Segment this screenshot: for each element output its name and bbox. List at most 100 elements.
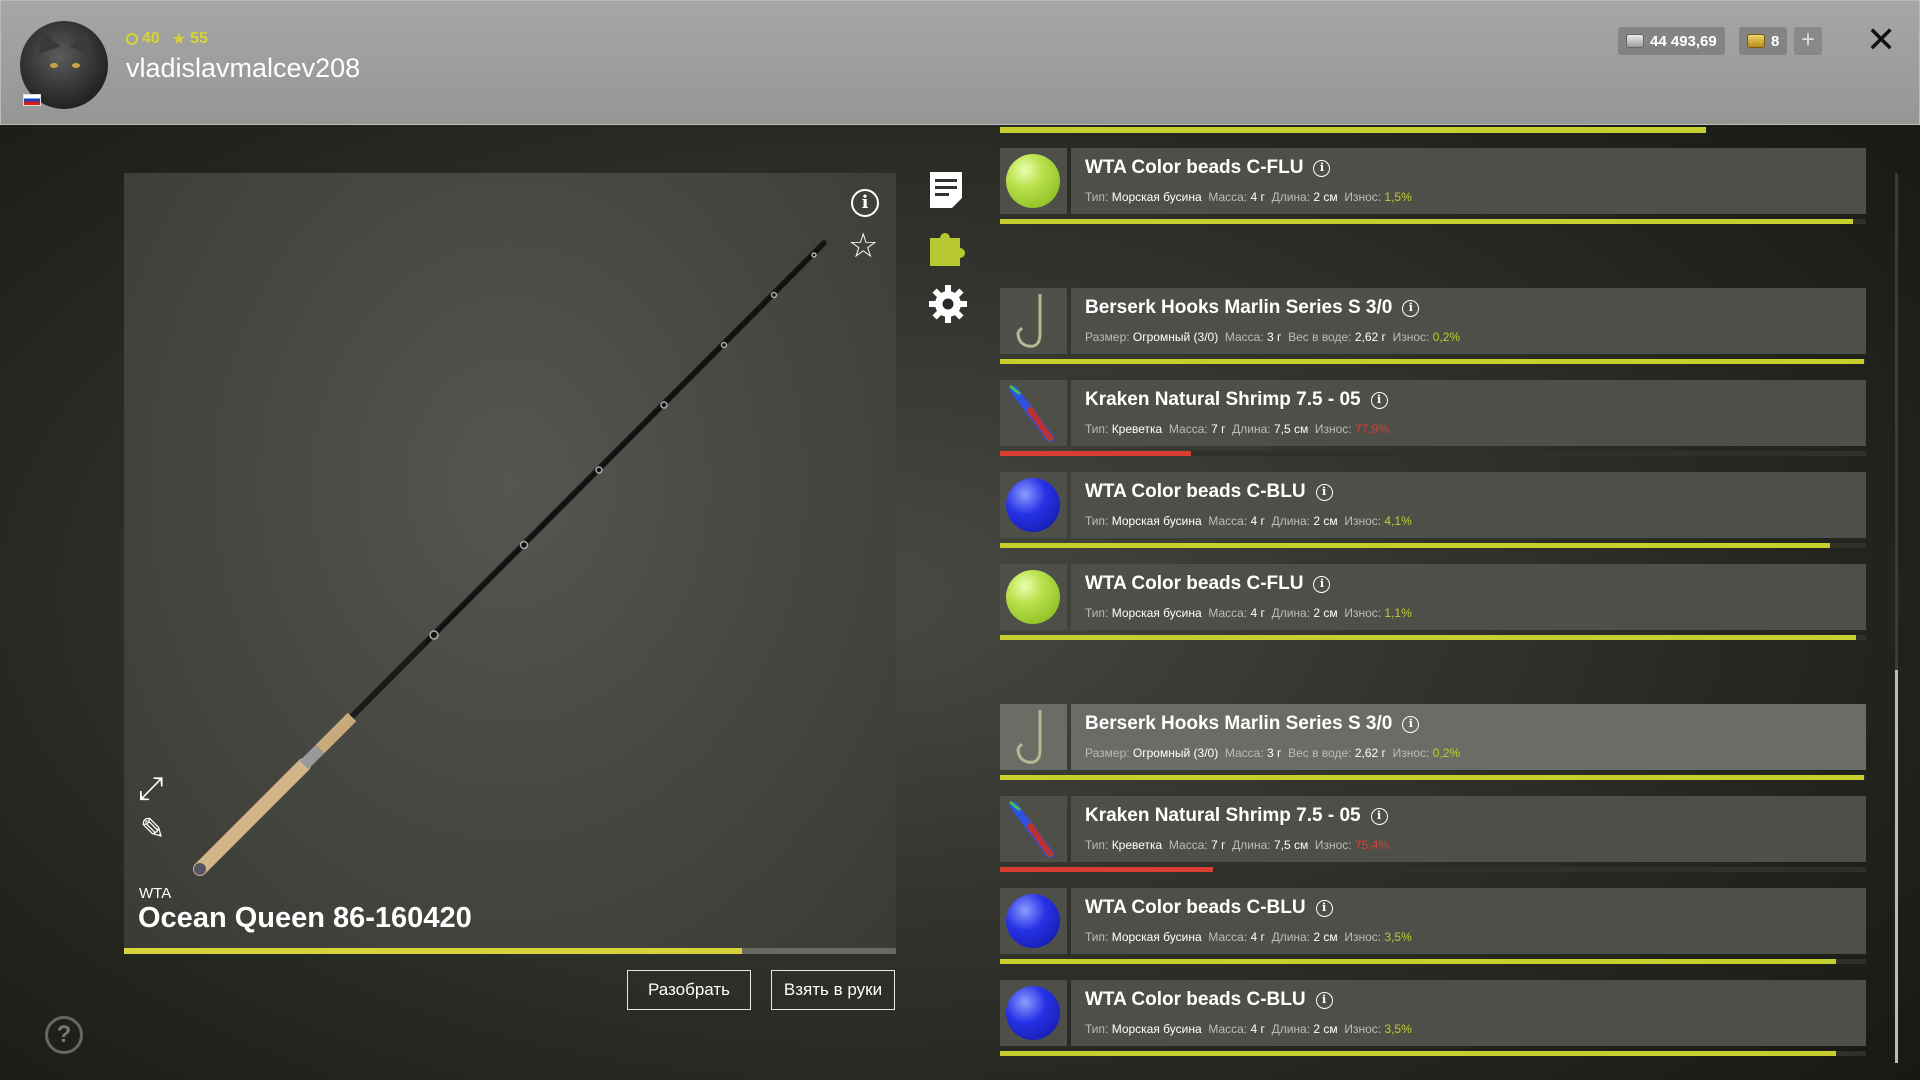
wear-value: 0,2%: [1432, 746, 1461, 760]
green-bead-icon: [1006, 570, 1060, 624]
item-wear-bar: [1000, 543, 1866, 548]
stat-value: 4 г: [1250, 190, 1265, 204]
item-icon-box: [1000, 288, 1067, 354]
item-stats: Тип: Морская бусина Масса: 4 г Длина: 2 …: [1085, 930, 1412, 944]
stat-value: 7 г: [1211, 838, 1226, 852]
stat-label: Длина:: [1232, 838, 1271, 852]
add-currency-button[interactable]: +: [1794, 27, 1822, 55]
stat-label: Размер:: [1085, 330, 1130, 344]
scrollbar-track[interactable]: [1895, 173, 1898, 1063]
info-icon[interactable]: i: [1370, 391, 1388, 409]
rod-wear-fill: [124, 948, 742, 954]
info-icon[interactable]: i: [1315, 991, 1333, 1009]
disassemble-button[interactable]: Разобрать: [627, 970, 751, 1010]
wear-label: Износ:: [1392, 746, 1430, 760]
item-wear-bar: [1000, 775, 1866, 780]
item-wear-bar: [1000, 635, 1866, 640]
stat-value: 3 г: [1267, 746, 1282, 760]
close-icon[interactable]: ✕: [1866, 19, 1897, 60]
stat-value: Креветка: [1111, 838, 1163, 852]
info-icon[interactable]: i: [1315, 483, 1333, 501]
star-icon: ★: [171, 31, 187, 48]
stars-value: 55: [190, 30, 208, 47]
info-icon[interactable]: i: [1313, 575, 1331, 593]
wear-label: Износ:: [1344, 606, 1382, 620]
info-icon[interactable]: i: [1402, 299, 1420, 317]
stat-value: Огромный (3/0): [1132, 330, 1219, 344]
item-stats: Размер: Огромный (3/0) Масса: 3 г Вес в …: [1085, 330, 1460, 344]
scrollbar-thumb[interactable]: [1895, 670, 1898, 1063]
info-icon[interactable]: i: [1313, 159, 1331, 177]
item-icon-box: [1000, 888, 1067, 954]
item-stats: Тип: Креветка Масса: 7 г Длина: 7,5 см И…: [1085, 422, 1389, 436]
item-wear-bar: [1000, 867, 1866, 872]
wear-value: 3,5%: [1384, 930, 1412, 944]
puzzle-icon[interactable]: [928, 226, 968, 268]
star-outline-icon[interactable]: ☆: [848, 227, 879, 265]
gear-icon[interactable]: [928, 284, 968, 324]
wear-label: Износ:: [1344, 190, 1382, 204]
item-stats: Тип: Морская бусина Масса: 4 г Длина: 2 …: [1085, 606, 1412, 620]
stat-label: Тип:: [1085, 422, 1109, 436]
stat-value: 4 г: [1250, 1022, 1265, 1036]
stat-label: Длина:: [1271, 606, 1311, 620]
item-icon-box: [1000, 980, 1067, 1046]
wear-value: 1,1%: [1384, 606, 1412, 620]
expand-icon[interactable]: ⤢: [138, 770, 164, 806]
info-icon[interactable]: i: [1402, 715, 1420, 733]
help-icon[interactable]: ?: [45, 1016, 83, 1054]
item-stats: Тип: Морская бусина Масса: 4 г Длина: 2 …: [1085, 514, 1412, 528]
info-icon[interactable]: i: [1315, 899, 1333, 917]
stat-value: 2 см: [1313, 190, 1338, 204]
info-icon[interactable]: i: [851, 189, 879, 217]
wear-label: Износ:: [1392, 330, 1430, 344]
blue-bead-icon: [1006, 894, 1060, 948]
stat-value: 2 см: [1313, 606, 1338, 620]
item-name: Kraken Natural Shrimp 7.5 - 05: [1085, 389, 1361, 410]
document-icon[interactable]: [928, 170, 964, 210]
item-wear-bar: [1000, 219, 1866, 224]
pen-icon[interactable]: ✎: [140, 813, 166, 846]
russia-flag-icon: [23, 94, 41, 106]
level-value: 40: [142, 30, 160, 47]
previous-item-wear-bar: [1000, 127, 1706, 133]
take-in-hands-button[interactable]: Взять в руки: [771, 970, 895, 1010]
ring-icon: [126, 33, 138, 45]
stat-value: Морская бусина: [1111, 1022, 1202, 1036]
info-icon[interactable]: i: [1370, 807, 1388, 825]
username: vladislavmalcev208: [126, 53, 361, 83]
gold-balance: 8: [1739, 27, 1788, 55]
gold-coin-icon: [1747, 34, 1765, 48]
stat-value: Морская бусина: [1111, 190, 1202, 204]
rod-brand: WTA: [139, 885, 172, 902]
item-wear-fill: [1000, 775, 1865, 780]
wear-label: Износ:: [1344, 1022, 1382, 1036]
item-wear-bar: [1000, 959, 1866, 964]
stat-label: Тип:: [1085, 514, 1109, 528]
shrimp-icon: [1009, 384, 1054, 442]
item-icon-box: [1000, 148, 1067, 214]
stat-label: Масса:: [1208, 1022, 1248, 1036]
stat-label: Масса:: [1208, 930, 1248, 944]
item-wear-fill: [1000, 451, 1192, 456]
stat-value: Морская бусина: [1111, 514, 1202, 528]
silver-amount: 44 493,69: [1650, 32, 1717, 50]
profile-header: 40 ★55 vladislavmalcev208 44 493,69 8 + …: [0, 0, 1920, 125]
